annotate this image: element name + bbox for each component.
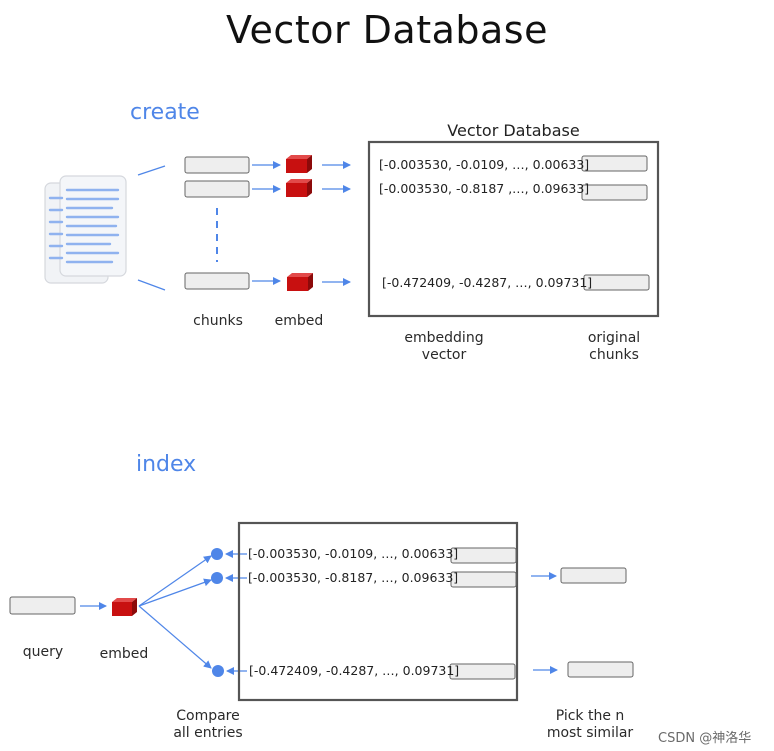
compare-arrow — [138, 605, 212, 669]
original-chunk-box — [581, 184, 648, 201]
result-chunk-box — [567, 661, 634, 678]
original-chunk-box — [449, 663, 516, 680]
embedding-vector-text: [-0.003530, -0.8187, …, 0.09633] — [248, 570, 459, 585]
original-chunk-box — [450, 547, 517, 564]
index-section-label: index — [136, 452, 197, 477]
page-title: Vector Database — [226, 8, 548, 52]
cube-icon — [112, 598, 137, 616]
embedding-vector-text: [-0.003530, -0.0109, …, 0.00633] — [379, 157, 590, 172]
compare-arrow — [138, 555, 212, 607]
original-chunks-label: original chunks — [587, 330, 641, 363]
embedding-vector-text: [-0.003530, -0.0109, …, 0.00633] — [248, 546, 459, 561]
embed-label: embed — [274, 313, 324, 329]
query-label: query — [22, 644, 64, 660]
compare-dot — [212, 665, 224, 677]
compare-arrow — [138, 578, 212, 607]
embedding-vector-text: [-0.472409, -0.4287, …, 0.09731] — [249, 663, 460, 678]
original-chunk-box — [450, 571, 517, 588]
watermark: CSDN @神洛华 — [658, 731, 752, 746]
compare-all-entries-label: Compare all entries — [173, 708, 243, 741]
compare-dot — [211, 548, 223, 560]
embed-label: embed — [99, 646, 149, 662]
chunk-box — [184, 180, 250, 198]
embedding-vector-text: [-0.003530, -0.8187 ,…, 0.09633] — [379, 181, 590, 196]
cube-icon — [287, 273, 313, 291]
create-section-label: create — [130, 100, 200, 125]
query-box — [9, 596, 76, 615]
embedding-vector-text: [-0.472409, -0.4287, …, 0.09731] — [382, 275, 593, 290]
vector-database-box — [237, 521, 519, 702]
pick-most-similar-label: Pick the n most similar — [546, 708, 634, 741]
compare-dot — [211, 572, 223, 584]
doc-split-line-top — [137, 165, 166, 176]
original-chunk-box — [583, 274, 650, 291]
documents-icon — [44, 175, 127, 284]
vector-database-title: Vector Database — [447, 121, 580, 140]
vector-database-box — [367, 140, 660, 318]
chunk-box — [184, 156, 250, 174]
embedding-vector-label: embedding vector — [404, 330, 484, 363]
chunks-label: chunks — [193, 313, 243, 329]
cube-icon — [286, 179, 312, 197]
doc-split-line-bottom — [137, 279, 166, 291]
result-chunk-box — [560, 567, 627, 584]
original-chunk-box — [581, 155, 648, 172]
chunk-box — [184, 272, 250, 290]
cube-icon — [286, 155, 312, 173]
